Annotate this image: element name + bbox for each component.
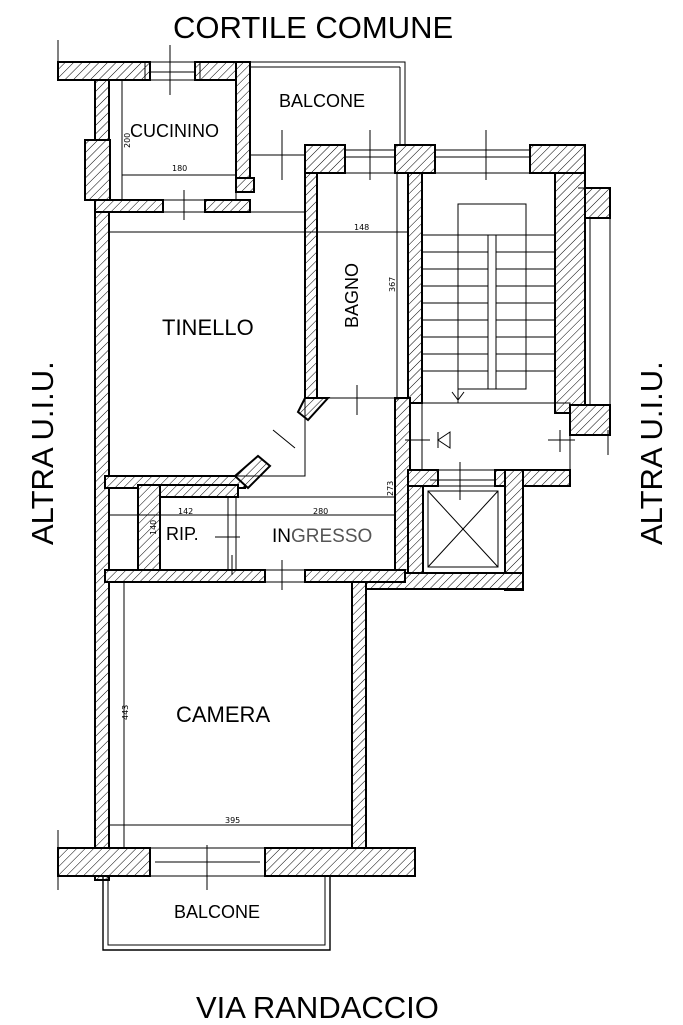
bathroom-top-wall-left	[304, 144, 346, 174]
dim-bathroom-length: 367	[388, 277, 397, 292]
balcony-top-wall	[235, 177, 255, 193]
dim-storage-width: 142	[178, 507, 193, 516]
label-entrance: INGRESSO	[272, 526, 372, 547]
kitchenette-right-wall	[235, 61, 251, 193]
kitchenette-bottom-wall-right	[204, 199, 251, 213]
label-bottom-street: VIA RANDACCIO	[196, 990, 439, 1025]
label-bathroom: BAGNO	[342, 263, 362, 328]
label-bedroom: CAMERA	[176, 702, 270, 727]
bottom-wall-right	[264, 847, 416, 877]
balcony-bottom-outline	[102, 876, 331, 951]
bedroom-top-wall-right	[304, 569, 406, 583]
kitchenette-bottom-wall-left	[94, 199, 164, 213]
label-left-side: ALTRA U.I.U.	[25, 361, 60, 545]
dim-bathroom-width: 148	[354, 223, 369, 232]
label-storage: RIP.	[166, 524, 199, 544]
dimensions: 180 200 148 367 142 140 280 273 443 395	[121, 133, 397, 825]
label-top-balcony: BALCONE	[279, 91, 365, 111]
dim-entrance-depth: 273	[386, 481, 395, 496]
bedroom-right-wall	[351, 581, 367, 873]
bathroom-top-wall-right	[394, 144, 436, 174]
dim-bedroom-width: 395	[225, 816, 240, 825]
right-ext-hatch-lower	[569, 404, 611, 436]
plan-lines	[57, 40, 611, 951]
dim-kitchenette-width: 180	[172, 164, 187, 173]
dim-storage-depth: 140	[149, 520, 158, 535]
label-entrance-suffix: GRESSO	[291, 526, 372, 547]
orientation-labels: CORTILE COMUNE VIA RANDACCIO ALTRA U.I.U…	[25, 10, 669, 1025]
label-right-side: ALTRA U.I.U.	[634, 361, 669, 545]
balcony-top-outline	[250, 61, 406, 145]
stair-treads	[422, 234, 555, 403]
lift-wall-left	[407, 485, 424, 575]
walls	[57, 61, 611, 881]
lift-wall-top	[407, 469, 439, 487]
label-top-street: CORTILE COMUNE	[173, 10, 453, 45]
living-diagonal-wall	[233, 454, 272, 490]
stair-right-wall-top	[554, 172, 586, 414]
kitchenette-pier-left	[84, 139, 111, 201]
label-kitchenette: CUCININO	[130, 121, 219, 141]
door-marks	[169, 45, 487, 890]
bedroom-top-wall-left	[104, 569, 266, 583]
dim-bedroom-length: 443	[121, 705, 130, 720]
label-living: TINELLO	[162, 315, 254, 340]
bottom-wall-left	[57, 847, 151, 877]
stairwell-top-wall	[529, 144, 586, 174]
label-entrance-prefix: IN	[272, 526, 291, 547]
landing-arrow	[437, 431, 451, 449]
right-ext-hatch	[584, 187, 611, 219]
top-wall-left	[57, 61, 151, 81]
label-bottom-balcony: BALCONE	[174, 902, 260, 922]
bath-diagonal-wall	[296, 397, 331, 422]
stair-left-wall	[407, 172, 423, 404]
room-labels: BALCONE CUCININO TINELLO BAGNO RIP. INGR…	[130, 91, 372, 922]
bathroom-left-wall	[304, 172, 318, 399]
dim-entrance-width: 280	[313, 507, 328, 516]
dim-kitchenette-depth: 200	[123, 133, 132, 148]
